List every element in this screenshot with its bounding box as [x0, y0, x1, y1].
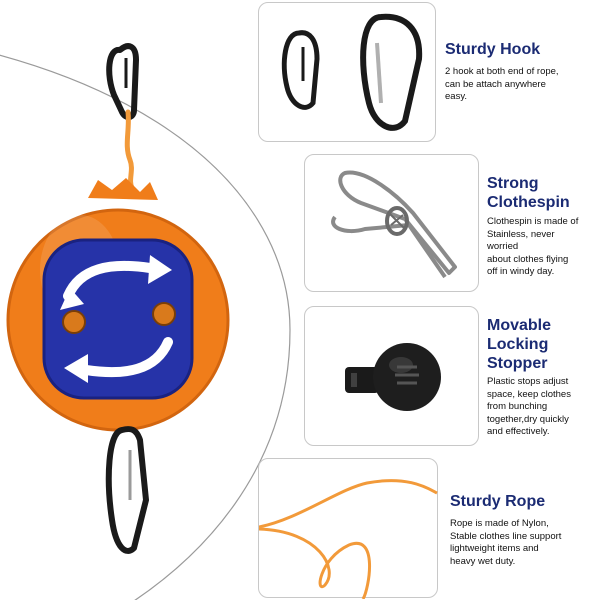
retractable-clothesline-reel — [6, 43, 230, 554]
rope-title: Sturdy Rope — [450, 493, 546, 510]
top-tab — [88, 178, 158, 200]
feature-card-stopper — [304, 306, 479, 446]
clothespin-icon — [331, 170, 457, 279]
feature-card-rope — [258, 458, 438, 600]
clothespin-description: Clothespin is made of Stainless, never w… — [487, 216, 579, 277]
top-rope — [124, 109, 135, 191]
top-carabiner-icon — [106, 43, 139, 120]
carabiner-hooks-icon — [281, 13, 423, 131]
rope-icon — [258, 479, 438, 600]
hook-description: 2 hook at both end of rope, can be attac… — [445, 66, 559, 102]
bottom-carabiner-icon — [105, 426, 149, 554]
feature-card-hook — [258, 2, 436, 142]
clothespin-title: Strong Clothespin — [487, 175, 570, 211]
rope-description: Rope is made of Nylon, Stable clothes li… — [450, 518, 562, 567]
stopper-title: Movable Locking Stopper — [487, 317, 552, 372]
locking-stopper-icon — [345, 343, 441, 411]
stopper-description: Plastic stops adjust space, keep clothes… — [487, 376, 571, 437]
feature-card-clothespin — [304, 154, 479, 292]
hook-title: Sturdy Hook — [445, 41, 541, 58]
